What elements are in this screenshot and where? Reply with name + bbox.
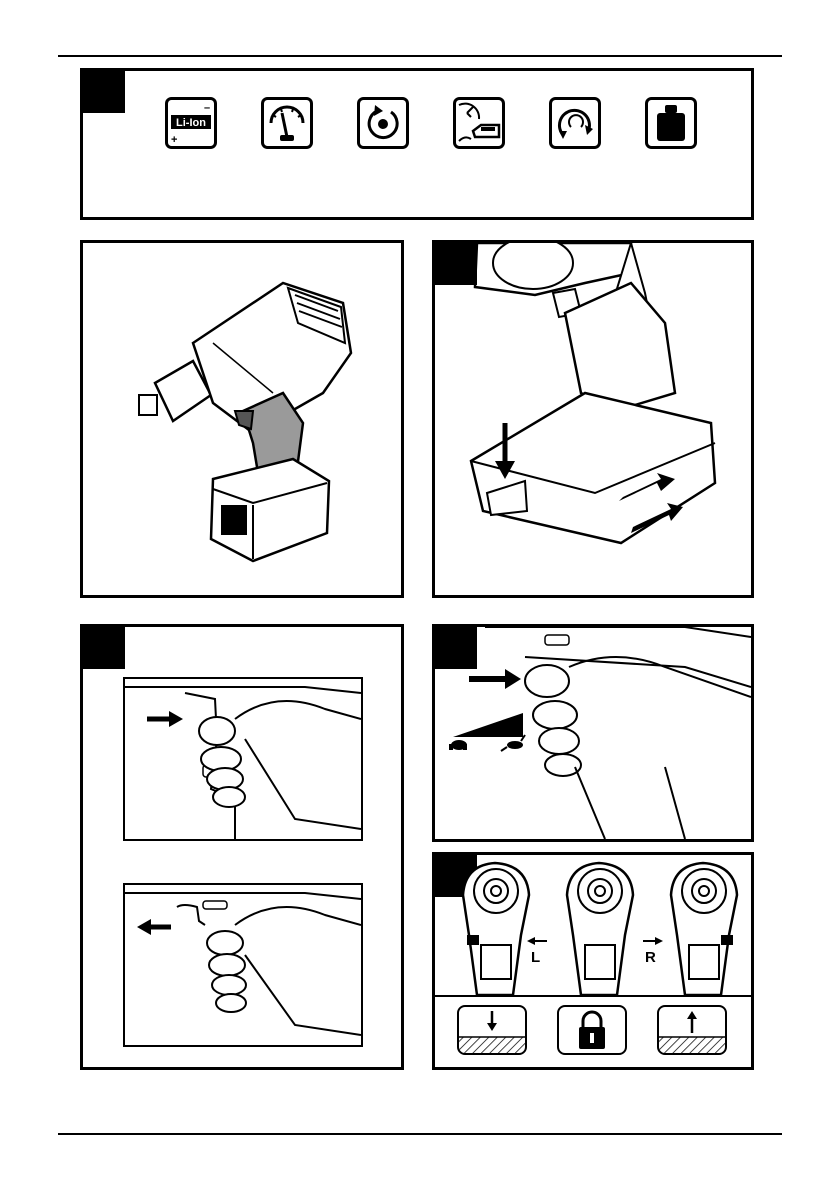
header-rule [58, 55, 782, 57]
li-ion-battery-icon: Li-Ion – + [165, 97, 217, 149]
rabbit-fast-icon [501, 735, 525, 751]
switch-right-position-button [657, 1005, 727, 1055]
speed-ramp-icon [453, 713, 523, 737]
trigger-release-inset [123, 883, 363, 1047]
no-load-speed-icon [357, 97, 409, 149]
impact-wrench-illustration [83, 243, 401, 595]
direction-positions-illustration [435, 855, 751, 995]
panel-variable-speed [432, 624, 754, 842]
switch-left-position-button [457, 1005, 527, 1055]
minus-label: – [204, 102, 210, 114]
footer-rule [58, 1133, 782, 1135]
torque-icon [549, 97, 601, 149]
panel-number-marker [83, 627, 125, 669]
panel-specifications: Li-Ion – + [80, 68, 754, 220]
turtle-slow-icon [449, 740, 467, 750]
panel-number-marker [435, 243, 477, 285]
padlock-icon [559, 1007, 625, 1053]
panel-trigger-switch [80, 624, 404, 1070]
panel-divider [435, 995, 751, 997]
charging-time-icon [453, 97, 505, 149]
plus-label: + [171, 134, 177, 146]
direction-label-left: L [531, 949, 540, 966]
panel-battery-insertion [432, 240, 754, 598]
weight-icon [645, 97, 697, 149]
switch-lock-position-button [557, 1005, 627, 1055]
voltage-gauge-icon [261, 97, 313, 149]
panel-number-marker [435, 627, 477, 669]
panel-direction-switch: L R [432, 852, 754, 1070]
panel-tool-overview [80, 240, 404, 598]
variable-speed-illustration [435, 627, 751, 839]
li-ion-label: Li-Ion [176, 117, 206, 129]
battery-insertion-illustration [435, 243, 751, 595]
direction-label-right: R [645, 949, 656, 966]
trigger-press-inset [123, 677, 363, 841]
panel-number-marker [83, 71, 125, 113]
